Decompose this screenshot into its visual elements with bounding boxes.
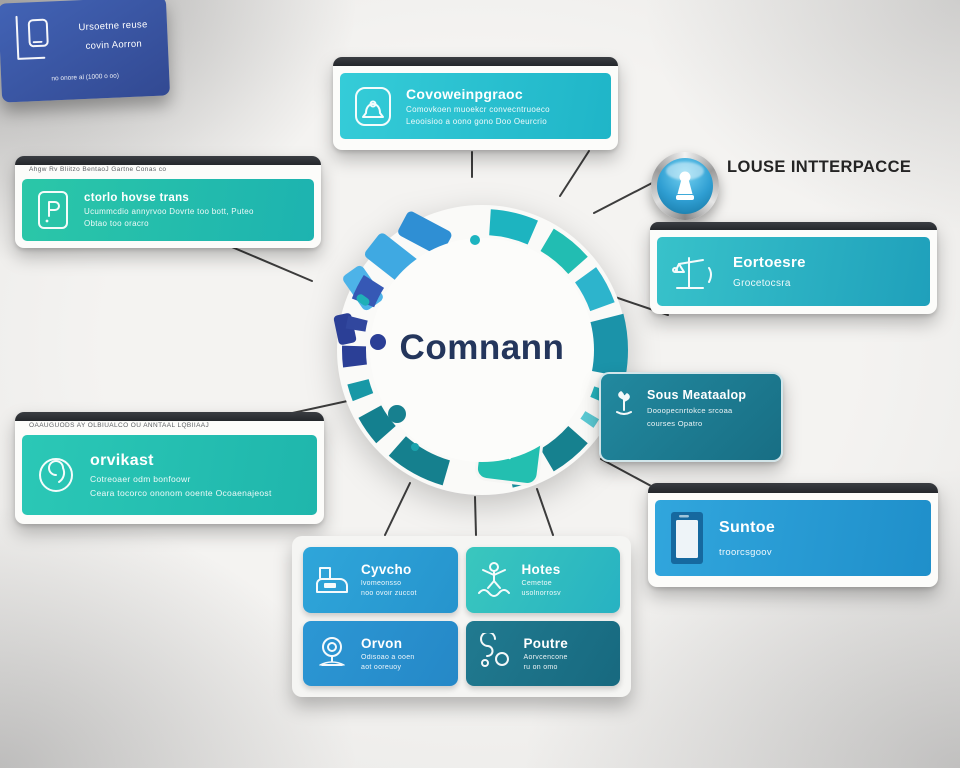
webcam-icon bbox=[312, 633, 352, 673]
left-bottom-window-card: OAAUGUODS AY OLBIUALCO OU ANNTAAL LQBIIA… bbox=[15, 412, 324, 524]
grid-card-title: Poutre bbox=[523, 635, 569, 651]
grid-card-title: Hotes bbox=[521, 562, 561, 578]
grid-card-title: Orvon bbox=[361, 635, 403, 651]
grid-card-line1: lvomeonsso bbox=[361, 580, 402, 588]
indigo-phone-card: Ursoetne reuse covin Aorron no onore al … bbox=[0, 0, 171, 103]
grid-card-title: Cyvcho bbox=[361, 562, 412, 578]
left-bottom-card-title: orvikast bbox=[90, 452, 154, 469]
person-icon bbox=[475, 560, 513, 600]
suntoe-card-subtitle: troorcsgoov bbox=[719, 546, 772, 558]
grid-card-poutre: Poutre Aorvcencone ru on omo bbox=[465, 620, 620, 686]
grid-card-hotes: Hotes Cemetoe usolnorrosv bbox=[465, 547, 620, 613]
left-top-card-titlebar-text: Ahgw Rv Bliitzo BentaoJ Gartne Conas co bbox=[29, 166, 167, 173]
right-feature-card: Eortoesre Grocetocsra bbox=[650, 222, 937, 314]
top-card-line1: Comovkoen muoekcr convecntruoeco bbox=[406, 105, 550, 114]
top-card-titlebar bbox=[333, 57, 618, 66]
left-bottom-card-titlebar-text: OAAUGUODS AY OLBIUALCO OU ANNTAAL LQBIIA… bbox=[29, 422, 210, 429]
grid-card-line2: noo ovoir zuccot bbox=[361, 590, 417, 598]
user-interface-button bbox=[651, 152, 719, 220]
clock-swirl-icon bbox=[34, 453, 78, 497]
left-bottom-card-line2: Ceara tocorco ononom ooente Ocoaenajeost bbox=[90, 488, 272, 498]
bell-icon bbox=[352, 83, 394, 129]
sous-card-title: Sous Meataalop bbox=[647, 388, 747, 402]
printer-icon bbox=[312, 560, 352, 600]
sous-card-line1: Dooopecnrtokce srcoaa bbox=[647, 406, 733, 415]
suntoe-card: Suntoe troorcsgoov bbox=[648, 483, 938, 587]
sprout-icon bbox=[611, 388, 637, 418]
phone-icon bbox=[667, 509, 707, 567]
right-card-subtitle: Grocetocsra bbox=[733, 278, 791, 289]
right-card-titlebar bbox=[650, 222, 937, 230]
top-notification-card: Covoweinpgraoc Comovkoen muoekcr convecn… bbox=[333, 57, 618, 150]
bottom-panel: Cyvcho lvomeonsso noo ovoir zuccot Hotes… bbox=[292, 536, 631, 697]
left-top-card-titlebar bbox=[15, 156, 321, 165]
top-card-line2: Leooisioo a oono gono Doo Oeurcrio bbox=[406, 117, 547, 126]
grid-card-line2: usolnorrosv bbox=[521, 590, 561, 598]
scales-icon bbox=[669, 248, 721, 296]
central-hub: Comnann bbox=[312, 180, 652, 520]
right-card-title: Eortoesre bbox=[733, 254, 806, 271]
grid-card-line2: aot ooreuoy bbox=[361, 663, 402, 671]
sous-card-line2: courses Opatro bbox=[647, 419, 703, 428]
sous-card: Sous Meataalop Dooopecnrtokce srcoaa cou… bbox=[599, 372, 783, 462]
grid-card-line1: Odisoao a ooen bbox=[361, 653, 415, 661]
pawn-icon bbox=[657, 158, 713, 214]
top-card-title: Covoweinpgraoc bbox=[406, 86, 523, 102]
grid-card-line1: Aorvcencone bbox=[523, 653, 568, 661]
segmented-ring bbox=[333, 204, 628, 496]
hub-title: Comnann bbox=[399, 328, 565, 367]
suntoe-card-title: Suntoe bbox=[719, 518, 776, 536]
swirl-icon bbox=[475, 633, 515, 673]
left-top-window-card: Ahgw Rv Bliitzo BentaoJ Gartne Conas co … bbox=[15, 156, 321, 248]
grid-card-line2: ru on omo bbox=[523, 663, 558, 671]
suntoe-card-titlebar bbox=[648, 483, 938, 493]
left-bottom-card-titlebar bbox=[15, 412, 324, 421]
left-top-card-line1: Ucummcdio annyrvoo Dovrte too bott, Pute… bbox=[84, 207, 254, 216]
grid-card-orvon: Orvon Odisoao a ooen aot ooreuoy bbox=[303, 620, 458, 686]
grid-card-line1: Cemetoe bbox=[521, 580, 553, 588]
left-top-card-title: ctorlo hovse trans bbox=[84, 192, 190, 204]
document-icon bbox=[34, 188, 72, 232]
grid-card-cyvcho: Cyvcho lvomeonsso noo ovoir zuccot bbox=[303, 547, 458, 613]
phone-outline-icon bbox=[8, 9, 62, 67]
left-top-card-line2: Obtao too oracro bbox=[84, 219, 149, 228]
user-interface-label: LOUSE INTTERPACCE bbox=[727, 158, 912, 176]
left-bottom-card-line1: Cotreoaer odm bonfoowr bbox=[90, 474, 191, 484]
